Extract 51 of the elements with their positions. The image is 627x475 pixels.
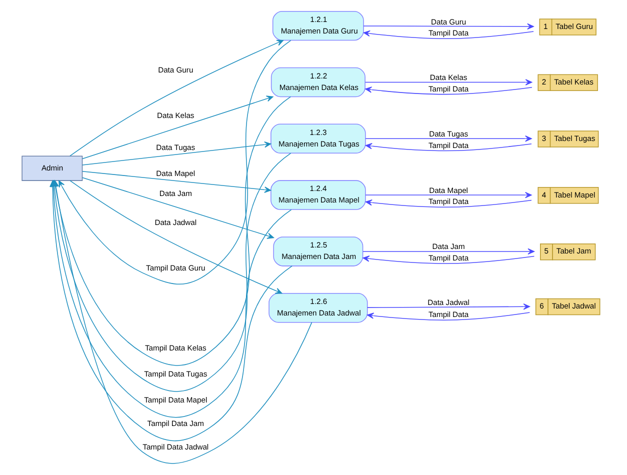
edge-label: Tampil Data xyxy=(428,197,468,206)
edge-label: Tampil Data xyxy=(428,254,468,263)
edge-label: Data Guru xyxy=(430,17,466,26)
arrow xyxy=(362,256,534,264)
arrow xyxy=(69,40,284,156)
edge-label: Tampil Data xyxy=(428,84,468,94)
arrow xyxy=(364,86,532,95)
arrow xyxy=(362,23,534,30)
arrow xyxy=(366,312,530,320)
edge-label: Tampil Data xyxy=(428,310,468,320)
arrow xyxy=(82,96,273,160)
edge-label: Data Jam xyxy=(432,242,464,252)
node-box: Admin xyxy=(21,156,82,181)
edge-label: Data Tugas xyxy=(428,129,468,138)
edge-label: Tampil Data Guru xyxy=(146,264,205,273)
node-box: 1.2.3 Manajemen Data Tugas xyxy=(270,124,366,154)
arrow xyxy=(58,40,291,284)
edge-label: Tampil Data Tugas xyxy=(144,369,207,378)
arrow xyxy=(364,136,532,142)
edge-label: Tampil Data xyxy=(428,28,468,38)
arrow xyxy=(364,143,532,152)
node-box: 1.2.2 Manajemen Data Kelas xyxy=(270,67,365,98)
node-box: 1.2.4 Manajemen Data Mapel xyxy=(270,180,366,210)
edge-label: Tampil Data xyxy=(428,140,468,150)
edge-label: Tampil Data Kelas xyxy=(144,344,206,353)
arrow xyxy=(82,177,274,239)
node-box: 1.2.5 Manajemen Data Jam xyxy=(272,236,363,266)
node-box: 1.2.6 Manajemen Data Jadwal xyxy=(268,293,368,323)
arrow xyxy=(364,199,532,208)
arrow xyxy=(52,180,312,464)
arrow xyxy=(366,303,530,310)
edge-label: Data Mapel xyxy=(428,186,468,195)
arrow xyxy=(82,170,271,193)
edge-label: Data Tugas xyxy=(156,143,195,152)
arrow xyxy=(69,180,282,294)
arrow xyxy=(362,30,534,39)
arrow xyxy=(364,192,532,198)
node-box: 1.2.1 Manajemen Data Guru xyxy=(272,10,364,41)
edge-label: Data Jam xyxy=(158,188,192,198)
edge-label: Data Kelas xyxy=(156,111,194,120)
arrow xyxy=(82,141,271,166)
edge-label: Data Jadwal xyxy=(427,298,469,307)
edge-label: Data Mapel xyxy=(156,168,195,178)
edge-label: Tampil Data Mapel xyxy=(144,395,207,404)
arrow xyxy=(364,79,532,86)
edge-label: Data Kelas xyxy=(429,72,467,82)
edge-label: Tampil Data Jam xyxy=(146,419,204,428)
edge-label: Tampil Data Jadwal xyxy=(142,442,208,452)
arrow xyxy=(362,248,534,255)
edge-label: Data Guru xyxy=(158,65,193,74)
edge-label: Data Jadwal xyxy=(154,218,196,227)
